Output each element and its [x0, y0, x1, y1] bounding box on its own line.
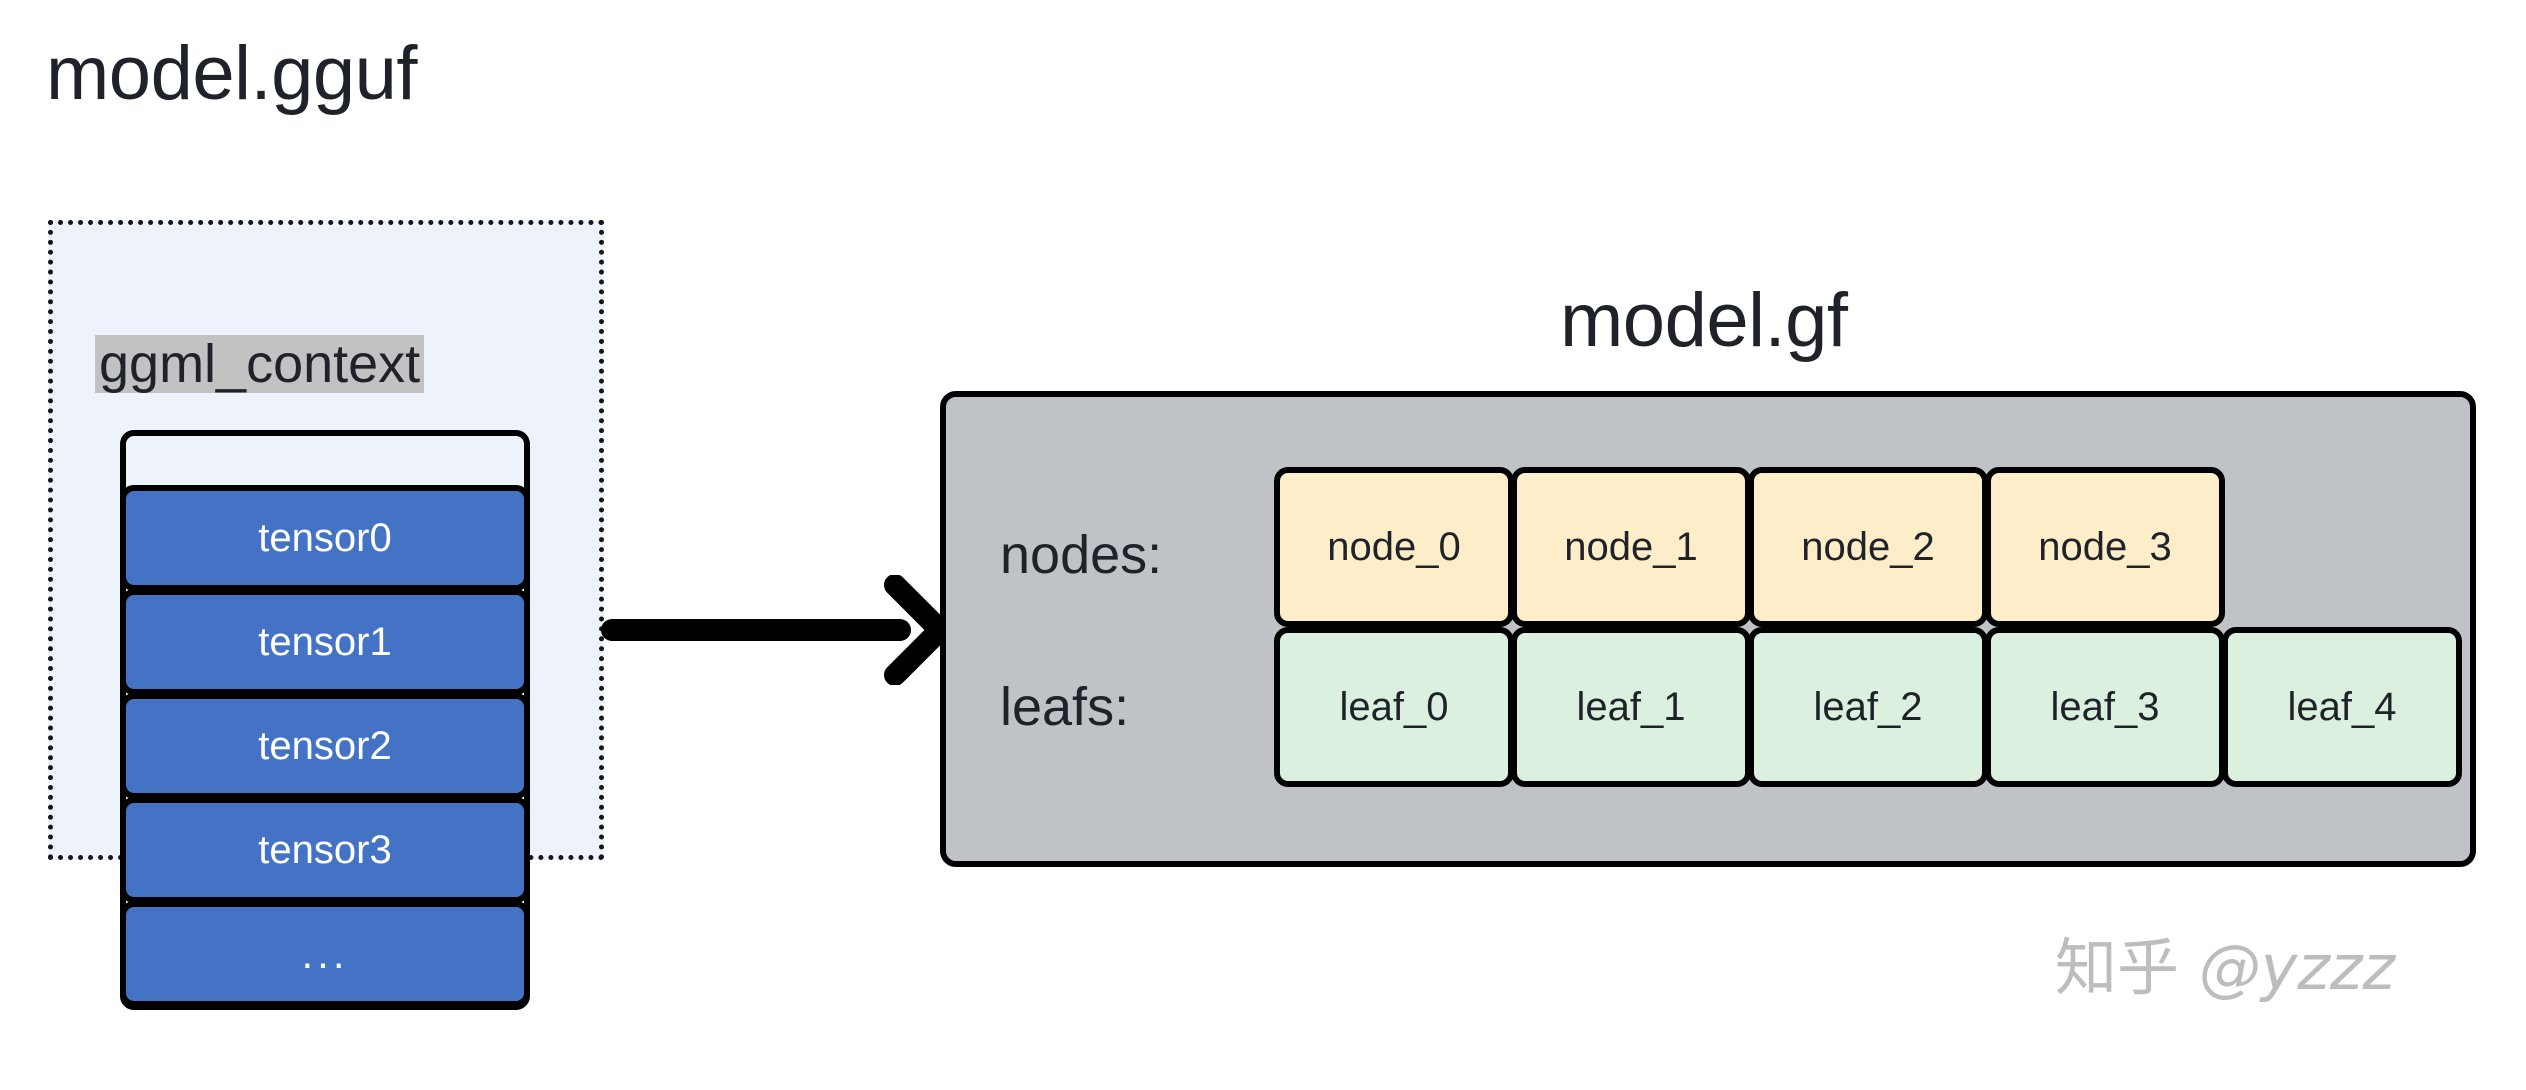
leaf-cell[interactable]: leaf_3: [1985, 627, 2225, 787]
node-cell[interactable]: node_3: [1985, 467, 2225, 627]
watermark-handle: @yzzz: [2198, 931, 2396, 1004]
leafs-row: leaf_0 leaf_1 leaf_2 leaf_3 leaf_4: [1274, 627, 2462, 787]
node-cell[interactable]: node_2: [1748, 467, 1988, 627]
tensor-item[interactable]: tensor3: [120, 797, 530, 903]
flow-arrow-icon: [601, 575, 950, 685]
leaf-cell[interactable]: leaf_1: [1511, 627, 1751, 787]
gguf-title: model.gguf: [46, 31, 418, 116]
leafs-row-label: leafs:: [1000, 677, 1130, 737]
node-cell[interactable]: node_1: [1511, 467, 1751, 627]
tensor-list: tensor0 tensor1 tensor2 tensor3 ...: [120, 485, 530, 1007]
watermark: 知乎 @yzzz: [2055, 937, 2395, 999]
tensor-item-overflow[interactable]: ...: [120, 901, 530, 1007]
ggml-context-label: ggml_context: [95, 335, 425, 393]
tensor-item[interactable]: tensor1: [120, 589, 530, 695]
leaf-cell[interactable]: leaf_0: [1274, 627, 1514, 787]
gf-title: model.gf: [1560, 278, 1848, 363]
node-cell[interactable]: node_0: [1274, 467, 1514, 627]
leaf-cell[interactable]: leaf_2: [1748, 627, 1988, 787]
nodes-row-label: nodes:: [1000, 525, 1163, 585]
nodes-row: node_0 node_1 node_2 node_3: [1274, 467, 2225, 627]
watermark-site: 知乎: [2055, 931, 2180, 1004]
tensor-item[interactable]: tensor0: [120, 485, 530, 591]
tensor-item[interactable]: tensor2: [120, 693, 530, 799]
leaf-cell[interactable]: leaf_4: [2222, 627, 2462, 787]
